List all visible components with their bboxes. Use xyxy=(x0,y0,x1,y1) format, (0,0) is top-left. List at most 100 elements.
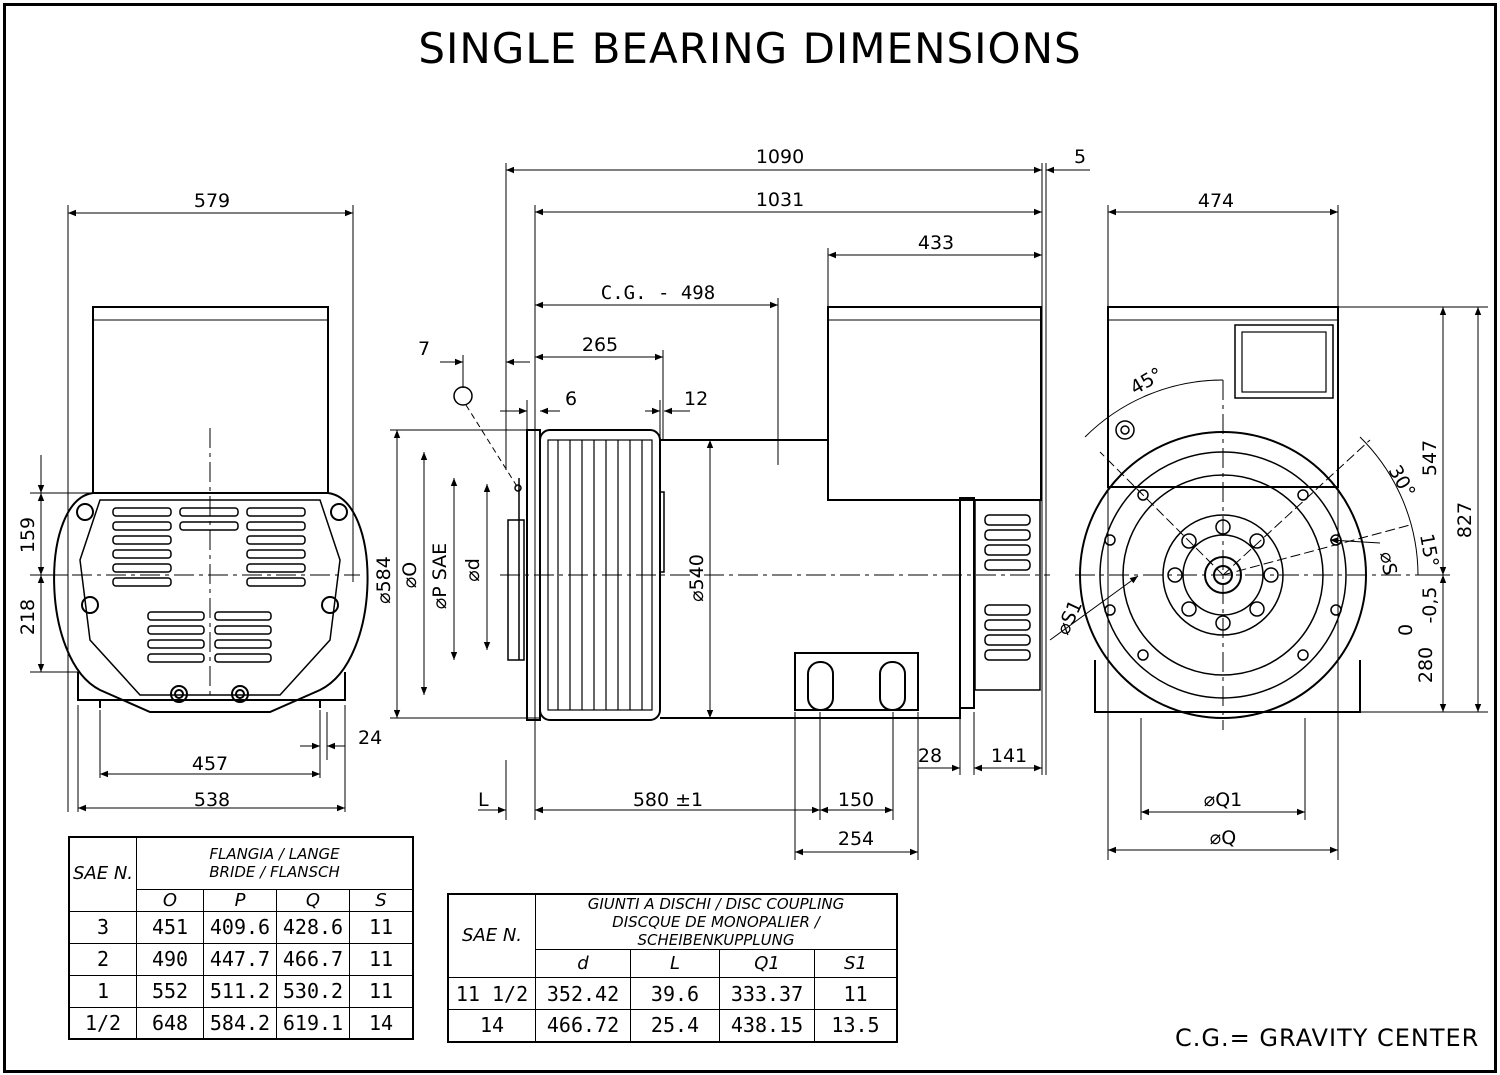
side-fan-length-label: 265 xyxy=(582,334,618,356)
flange-col-p: P xyxy=(203,888,277,912)
end-total-height-label: 827 xyxy=(1454,502,1476,538)
side-plate-label: 12 xyxy=(684,388,708,410)
flange-table-header-line-1: FLANGIA / LANGE xyxy=(209,845,340,864)
table-cell: 409.6 xyxy=(203,910,277,944)
front-view xyxy=(38,205,369,812)
flange-table-group-header: FLANGIA / LANGE BRIDE / FLANSCH xyxy=(136,836,414,890)
front-dimensions xyxy=(30,209,353,812)
table-cell: 3 xyxy=(68,910,137,944)
side-dia-o-label: ⌀O xyxy=(399,562,421,588)
flange-col-o: O xyxy=(136,888,204,912)
table-cell: 39.6 xyxy=(630,977,720,1010)
coupling-table-header-line-2: DISCQUE DE MONOPALIER / SCHEIBENKUPPLUNG xyxy=(612,913,820,949)
table-cell: 11 xyxy=(349,942,414,976)
page-title: SINGLE BEARING DIMENSIONS xyxy=(418,24,1082,73)
table-row: 11 1/2 352.42 39.6 333.37 11 xyxy=(447,977,898,1010)
table-cell: 619.1 xyxy=(276,1006,350,1040)
side-rear-length-label: 141 xyxy=(991,745,1027,767)
table-cell: 438.15 xyxy=(719,1009,815,1042)
end-view xyxy=(1075,205,1420,860)
table-cell: 333.37 xyxy=(719,977,815,1010)
coupling-table-sae-header: SAE N. xyxy=(447,893,536,978)
flange-table-header-line-2: BRIDE / FLANSCH xyxy=(209,863,340,882)
table-cell: 451 xyxy=(136,910,204,944)
table-cell: 25.4 xyxy=(630,1009,720,1042)
table-cell: 466.72 xyxy=(535,1009,631,1042)
coupling-col-l: L xyxy=(630,949,720,978)
end-width-label: 474 xyxy=(1198,190,1234,212)
end-dimensions xyxy=(1049,208,1488,854)
end-box-height-label: 547 xyxy=(1419,440,1441,476)
table-cell: 428.6 xyxy=(276,910,350,944)
coupling-col-s1: S1 xyxy=(814,949,898,978)
coupling-table-header-line-1: GIUNTI A DISCHI / DISC COUPLING xyxy=(587,895,845,913)
side-flange-dia-label: ⌀584 xyxy=(373,556,395,604)
end-angle-45-label: 45° xyxy=(1127,363,1167,399)
coupling-col-d: d xyxy=(535,949,631,978)
front-base-width-label: 538 xyxy=(194,789,230,811)
table-cell: 466.7 xyxy=(276,942,350,976)
front-foot-spacing-label: 457 xyxy=(192,753,228,775)
table-cell: 530.2 xyxy=(276,974,350,1008)
end-angle-15-label: 15° xyxy=(1415,532,1443,569)
table-row: 1 552 511.2 530.2 11 xyxy=(68,974,414,1008)
side-dia-d-label: ⌀d xyxy=(462,558,484,582)
side-end-offset-label: 5 xyxy=(1074,146,1086,168)
side-flange-thk-label: 6 xyxy=(565,388,577,410)
side-body-length-label: 1031 xyxy=(756,189,804,211)
front-width-label: 579 xyxy=(194,190,230,212)
end-dia-q-label: ⌀Q xyxy=(1210,827,1236,849)
table-cell: 1 xyxy=(68,974,137,1008)
end-shaft-height-label: 280 xyxy=(1415,647,1437,683)
front-foot-width-label: 24 xyxy=(358,727,382,749)
table-cell: 648 xyxy=(136,1006,204,1040)
side-adaptor-offset-label: 7 xyxy=(418,338,430,360)
table-row: 3 451 409.6 428.6 11 xyxy=(68,910,414,944)
table-cell: 2 xyxy=(68,942,137,976)
side-view xyxy=(453,163,1050,820)
end-tol-upper-label: 0 xyxy=(1395,624,1417,636)
side-terminal-box-label: 433 xyxy=(918,232,954,254)
side-foot-width-label: 150 xyxy=(838,789,874,811)
table-cell: 447.7 xyxy=(203,942,277,976)
flange-table: SAE N. FLANGIA / LANGE BRIDE / FLANSCH O… xyxy=(68,836,414,1040)
flange-table-sae-header: SAE N. xyxy=(68,836,137,912)
side-housing-dia-label: ⌀540 xyxy=(686,554,708,602)
table-cell: 11 1/2 xyxy=(447,977,536,1010)
drawing-frame xyxy=(3,3,1497,1073)
side-foot-spacing-label: 580 ±1 xyxy=(633,789,703,811)
table-row: 1/2 648 584.2 619.1 14 xyxy=(68,1006,414,1040)
end-angle-30-label: 30° xyxy=(1384,462,1420,502)
table-cell: 14 xyxy=(349,1006,414,1040)
end-dia-s-label: ⌀S xyxy=(1375,550,1401,577)
flange-col-q: Q xyxy=(276,888,350,912)
table-cell: 14 xyxy=(447,1009,536,1042)
table-cell: 552 xyxy=(136,974,204,1008)
front-lower-height-label: 218 xyxy=(17,599,39,635)
side-dimensions xyxy=(390,166,1090,860)
end-tol-lower-label: -0,5 xyxy=(1419,586,1441,623)
table-cell: 11 xyxy=(349,910,414,944)
coupling-table: SAE N. GIUNTI A DISCHI / DISC COUPLING D… xyxy=(447,893,898,1043)
coupling-col-q1: Q1 xyxy=(719,949,815,978)
side-l-label: L xyxy=(478,789,489,811)
table-cell: 490 xyxy=(136,942,204,976)
end-dia-q1-label: ⌀Q1 xyxy=(1204,789,1242,811)
side-rear-offset-label: 28 xyxy=(918,745,942,767)
side-dia-p-label: ⌀P SAE xyxy=(429,543,451,609)
side-foot-total-label: 254 xyxy=(838,828,874,850)
table-row: 14 466.72 25.4 438.15 13.5 xyxy=(447,1009,898,1042)
gravity-center-note: C.G.= GRAVITY CENTER xyxy=(1175,1024,1480,1052)
table-row: 2 490 447.7 466.7 11 xyxy=(68,942,414,976)
table-cell: 11 xyxy=(814,977,898,1010)
table-cell: 1/2 xyxy=(68,1006,137,1040)
front-upper-height-label: 159 xyxy=(17,517,39,553)
flange-col-s: S xyxy=(349,888,414,912)
table-cell: 13.5 xyxy=(814,1009,898,1042)
table-cell: 11 xyxy=(349,974,414,1008)
table-cell: 584.2 xyxy=(203,1006,277,1040)
coupling-table-group-header: GIUNTI A DISCHI / DISC COUPLING DISCQUE … xyxy=(535,893,898,950)
table-cell: 352.42 xyxy=(535,977,631,1010)
table-cell: 511.2 xyxy=(203,974,277,1008)
